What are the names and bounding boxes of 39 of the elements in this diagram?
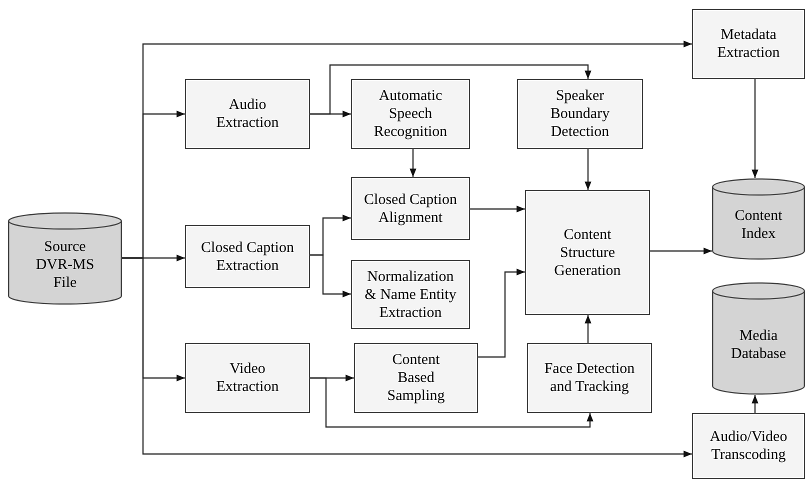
- node-label: Closed Caption Extraction: [200, 238, 295, 274]
- node-label: Audio Extraction: [215, 96, 280, 132]
- process-box: [527, 343, 652, 413]
- process-box: [351, 177, 470, 240]
- process-box: [351, 260, 470, 329]
- process-box: [185, 79, 310, 149]
- process-box: [517, 79, 643, 149]
- arrow: [650, 248, 712, 254]
- arrow: [122, 257, 692, 458]
- arrow: [470, 206, 525, 212]
- node-label: Video Extraction: [215, 360, 280, 396]
- process-box: [692, 413, 805, 479]
- node-label: Closed Caption Alignment: [363, 190, 458, 226]
- arrow: [310, 254, 351, 298]
- arrow: [410, 149, 416, 177]
- process-box: [185, 343, 310, 413]
- arrow: [752, 395, 758, 413]
- node-label: Content Index: [734, 207, 784, 243]
- arrow: [584, 315, 592, 343]
- process-box: [354, 343, 478, 413]
- arrow: [310, 377, 594, 428]
- arrow: [584, 149, 592, 190]
- process-box: [525, 190, 650, 315]
- node-label: Content Based Sampling: [386, 351, 446, 405]
- arrow: [478, 268, 525, 358]
- node-label: Metadata Extraction: [716, 26, 781, 62]
- node-label: Automatic Speech Recognition: [372, 87, 448, 141]
- node-label: Speaker Boundary Detection: [549, 87, 611, 141]
- process-box: [185, 225, 310, 288]
- process-box: [692, 9, 805, 79]
- node-label: Media Database: [730, 326, 787, 362]
- node-label: Normalization & Name Entity Extraction: [364, 268, 458, 322]
- arrow: [310, 64, 592, 115]
- node-label: Face Detection and Tracking: [543, 360, 636, 396]
- node-label: Audio/Video Transcoding: [708, 428, 788, 464]
- arrow: [752, 79, 758, 178]
- node-label: Source DVR-MS File: [34, 238, 96, 292]
- process-box: [351, 79, 470, 149]
- node-label: Content Structure Generation: [553, 226, 622, 280]
